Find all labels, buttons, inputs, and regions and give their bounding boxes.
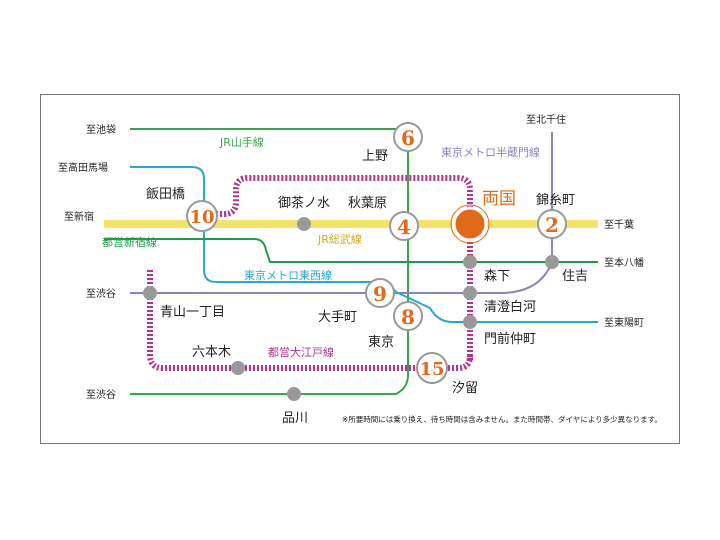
minutes-kinshicho-value: 2: [545, 213, 559, 237]
station-kinshicho: 錦糸町: [536, 192, 575, 208]
station-dot-aoyama: [143, 286, 157, 300]
station-dot-shinagawa: [287, 387, 301, 401]
station-ueno: 上野: [362, 149, 388, 164]
minutes-shiodome: 15: [416, 352, 448, 384]
station-iidabashi: 飯田橋: [146, 187, 185, 202]
shinjuku-line: [104, 238, 598, 263]
station-morishita: 森下: [484, 269, 510, 284]
minutes-kinshicho: 2: [537, 209, 567, 239]
terminal-shinjuku: 至新宿: [64, 210, 94, 223]
sobu-label: JR総武線: [317, 232, 362, 246]
station-ryogoku: 両国: [482, 189, 516, 209]
station-shinagawa: 品川: [282, 411, 308, 426]
minutes-otemachi: 9: [365, 278, 395, 308]
terminal-takadanobaba: 至高田馬場: [58, 161, 108, 174]
route-map-frame: [40, 94, 680, 444]
station-dot-kiyosumi: [463, 286, 477, 300]
station-dot-sumiyoshi: [545, 255, 559, 269]
terminal-motoyawata: 至本八幡: [604, 256, 644, 269]
station-dot-monzen: [463, 315, 477, 329]
minutes-akihabara: 4: [389, 211, 419, 241]
station-ochanomizu: 御茶ノ水: [278, 195, 330, 211]
minutes-iidabashi-value: 10: [189, 207, 214, 228]
station-dot-roppongi: [231, 361, 245, 375]
minutes-iidabashi: 10: [186, 200, 218, 232]
station-dot-morishita: [463, 255, 477, 269]
station-aoyama: 青山一丁目: [160, 305, 225, 320]
oedo-line: [147, 175, 473, 371]
station-roppongi: 六本木: [192, 345, 231, 360]
minutes-ueno-value: 6: [401, 126, 415, 150]
station-akihabara: 秋葉原: [348, 196, 387, 211]
station-dot-ochanomizu: [297, 217, 311, 231]
minutes-akihabara-value: 4: [397, 215, 411, 239]
ryogoku-marker-ring: [450, 204, 490, 244]
ryogoku-marker: [452, 206, 488, 242]
station-shiodome: 汐留: [452, 380, 478, 396]
station-monzen: 門前仲町: [484, 331, 536, 347]
minutes-tokyo: 8: [393, 301, 423, 331]
minutes-otemachi-value: 9: [373, 282, 387, 306]
tozai-label: 東京メトロ東西線: [244, 268, 332, 282]
terminal-shibuya-1: 至渋谷: [86, 287, 116, 300]
station-otemachi: 大手町: [318, 310, 357, 325]
station-tokyo: 東京: [368, 334, 394, 350]
hanzomon-label: 東京メトロ半蔵門線: [441, 145, 540, 159]
tozai-line: [130, 166, 598, 323]
minutes-shiodome-value: 15: [419, 359, 444, 380]
minutes-tokyo-value: 8: [401, 305, 415, 329]
station-kiyosumi: 清澄白河: [484, 299, 536, 315]
terminal-ikebukuro: 至池袋: [86, 123, 116, 136]
terminal-chiba: 至千葉: [604, 218, 634, 231]
minutes-ueno: 6: [393, 122, 423, 152]
station-sumiyoshi: 住吉: [562, 269, 588, 284]
terminal-toyocho: 至東陽町: [604, 316, 644, 329]
yamanote-label: JR山手線: [219, 135, 264, 149]
oedo-label: 都営大江戸線: [268, 345, 334, 359]
footnote: ※所要時間には乗り換え、待ち時間は含みません。また時間帯、ダイヤにより多少異なり…: [342, 414, 662, 424]
shinjuku-label: 都営新宿線: [102, 235, 157, 249]
terminal-kitasenju: 至北千住: [526, 113, 566, 126]
terminal-shibuya-2: 至渋谷: [86, 388, 116, 401]
